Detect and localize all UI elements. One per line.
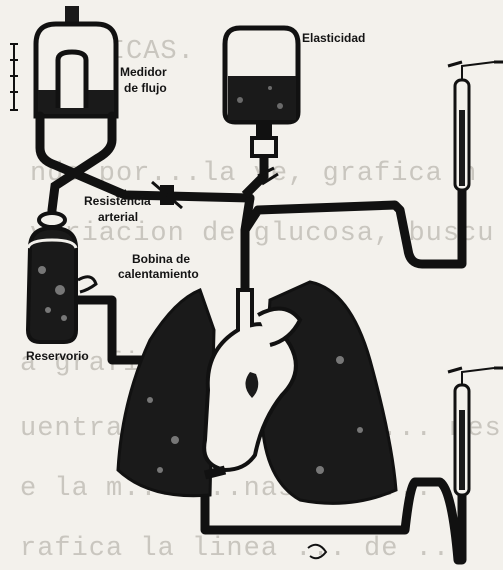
flow-meter-label-1: Medidor bbox=[120, 65, 167, 79]
arterial-resistance-label-2: arterial bbox=[98, 210, 138, 224]
heating-coil bbox=[78, 277, 96, 292]
left-lung bbox=[118, 290, 214, 496]
flow-meter-label-2: de flujo bbox=[124, 81, 167, 95]
bg-line-7: rafica la linea ... de ... bbox=[20, 534, 467, 564]
heating-coil-label-2: calentamiento bbox=[118, 267, 199, 281]
connector-ring bbox=[39, 213, 65, 227]
reservoir-label: Reservorio bbox=[26, 349, 89, 363]
scale-ruler bbox=[10, 44, 18, 110]
elasticity-label: Elasticidad bbox=[302, 31, 365, 45]
heating-coil-label-1: Bobina de bbox=[132, 252, 190, 266]
arterial-resistance-label-1: Resistencia bbox=[84, 194, 151, 208]
